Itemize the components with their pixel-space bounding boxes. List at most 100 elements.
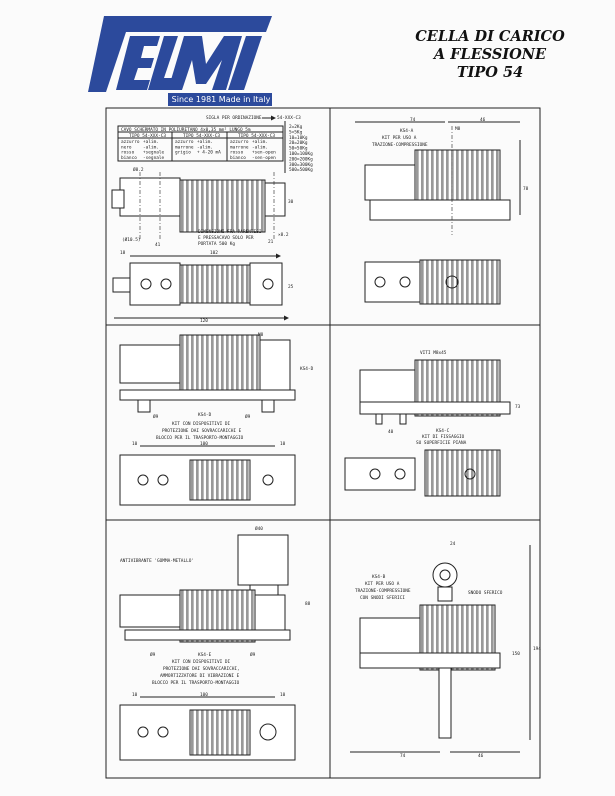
dim-label: 102 [210,250,218,256]
cable-type-header: TIPO 54-XXX-C3 [183,133,220,139]
panel-1-base-cell: SIGLA PER ORDINAZIONE 54-XXX-C3 2=2Kg5=5… [111,115,313,324]
kit-caption: PROTEZIONE DAI SOVRACCARICHI, [163,666,240,672]
dim-label: M8 [455,126,461,132]
dim-label: 100 [200,692,208,698]
kit-caption: PROTEZIONE DAI SOVRACCARICHI E [162,428,242,434]
wire-function: -segnale [143,155,165,161]
dim-label: 41 [155,242,161,248]
wire-function: -alim. [252,144,268,150]
dim-label: 21 [268,239,274,245]
wire-color: azzurro [175,140,194,145]
antivibration-label: ANTIVIBRANTE 'GOMMA-METALLO' [120,558,194,564]
kit-code: KS4-E [198,652,212,658]
wire-color: nero [121,145,132,150]
kit-caption: KIT PER USO A [365,581,400,587]
wire-function: + 4-20 mA [197,150,221,156]
capacity-item: 2=2Kg [289,124,303,130]
wire-color: rosso [230,151,244,156]
dim-label: 73 [515,404,521,410]
order-code-label: SIGLA PER ORDINAZIONE [206,115,262,121]
dim-label: Ø9 [153,413,159,420]
title-line-3: TIPO 54 [456,64,524,81]
dim-label: 10 [280,441,286,447]
capacity-item: 500=500Kg [289,167,313,173]
kit-caption: KIT PER USO A [382,135,417,141]
capacity-item: 20=20Kg [289,140,308,146]
wire-function: +alim. [143,139,159,145]
kit-caption: KIT CON DISPOSITIVI DI [172,659,231,665]
wire-color: bianco [230,155,246,161]
wire-color: marrone [175,145,194,150]
capacity-item: 50=50Kg [289,146,308,152]
dim-label: 30 [288,199,294,205]
dim-label: Ø9 [250,651,256,658]
screw-label: VITI M8x45 [420,350,447,356]
title-line-2: A FLESSIONE [433,46,547,63]
kit-caption: BLOCCO PER IL TRASPORTO-MONTAGGIO [156,435,244,441]
kit-code: KS4-B [372,574,386,580]
capacity-list: 2=2Kg5=5Kg10=10Kg20=20Kg50=50Kg100=100Kg… [289,124,313,173]
dim-label: ×8.2 [278,232,289,238]
kit-caption: KIT DI FISSAGGIO [422,434,465,440]
panel-4-ks4-c: VITI M8x45 40 73 KS4-C KIT DI FISSAGGIO … [344,350,521,497]
wire-function: -alim. [143,144,159,150]
dim-label: 194 [533,646,541,652]
panel-6-ks4-b: 24 KS4-B KIT PER USO A TRAZIONE-COMPRESS… [350,541,541,759]
capacity-item: 200=200Kg [289,156,313,162]
capacity-item: 10=10Kg [289,135,308,141]
cable-color-table: TIPO 54-XXX-C3azzurro+alim.nero-alim.ros… [121,133,276,161]
dim-label: 18 [120,250,126,256]
dim-label: Ø40 [255,525,263,532]
dim-label: Ø9 [245,413,251,420]
panel-2-ks4-a: 74 46 M8 KS4-A KIT PER USO A TRAZIONE-CO… [355,117,529,305]
wire-color: grigio [175,150,191,156]
logo-tagline: Since 1981 Made in Italy [171,95,271,104]
wire-color: rosso [121,151,135,156]
dim-label: 10 [280,692,286,698]
note-line: PORTATA 500 Kg [198,241,235,247]
dim-label: 74 [400,753,406,759]
dim-label: 100 [200,441,208,447]
dim-label: Ø8.2 [133,166,144,173]
wire-function: +sen-open [252,151,276,156]
dim-label: 10 [132,692,138,698]
kit-caption: TRAZIONE-COMPRESSIONE [372,142,428,148]
kit-caption: BLOCCO PER IL TRASPORTO-MONTAGGIO [152,680,240,686]
dim-label: 10 [132,441,138,447]
kit-code: KS4-C [436,428,450,434]
order-code: 54-XXX-C3 [277,115,301,121]
kit-caption: AMMORTIZZATORE DI VIBRAZIONI E [160,673,240,679]
wire-color: azzurro [121,140,140,145]
wire-color: marrone [230,145,249,150]
dim-label: 120 [200,318,208,324]
dim-label: Ø9 [150,651,156,658]
document-title: CELLA DI CARICO A FLESSIONE TIPO 54 [400,28,580,82]
capacity-item: 100=100Kg [289,151,313,157]
dim-label: 40 [388,429,394,435]
cable-type-header: TIPO 54-XXX-C3 [129,133,166,139]
note-line: DIMENSIONI FRA PARENTESI [198,229,262,235]
dim-label: 24 [450,541,456,547]
note-line: E PRESSACAVO SOLO PER [198,235,254,241]
kit-caption: SU SUPERFICIE PIANA [416,440,467,446]
wire-function: +alim. [252,139,268,145]
dim-label: (Ø10.5) [122,236,141,243]
panel-3-ks4-d: M8 KS4-D Ø9 Ø9 KS4-D KIT CON DISPOSITIVI… [119,332,314,506]
kit-caption: CON SNODI SFERICI [360,595,405,601]
wire-color: bianco [121,155,137,161]
title-line-1: CELLA DI CARICO [415,28,565,45]
dim-label: 46 [480,117,486,123]
kit-caption: TRAZIONE-COMPRESSIONE [355,588,411,594]
joint-label: SNODO SFERICO [468,590,503,596]
kit-code: KS4-D [198,412,212,418]
dim-label: 74 [410,117,416,123]
sheet-frame [105,107,541,779]
kit-code: KS4-A [400,128,414,134]
dim-label: M8 [258,332,264,338]
capacity-item: 300=300Kg [289,162,313,168]
panel-5-ks4-e: Ø40 ANTIVIBRANTE 'GOMMA-METALLO' 88 Ø9 Ø… [119,525,311,761]
cable-header: CAVO SCHERMATO IN POLIURETANO 4x0,35 mm²… [121,127,251,133]
wire-function: +alim. [197,139,213,145]
wire-function: -sen-open [252,156,276,161]
